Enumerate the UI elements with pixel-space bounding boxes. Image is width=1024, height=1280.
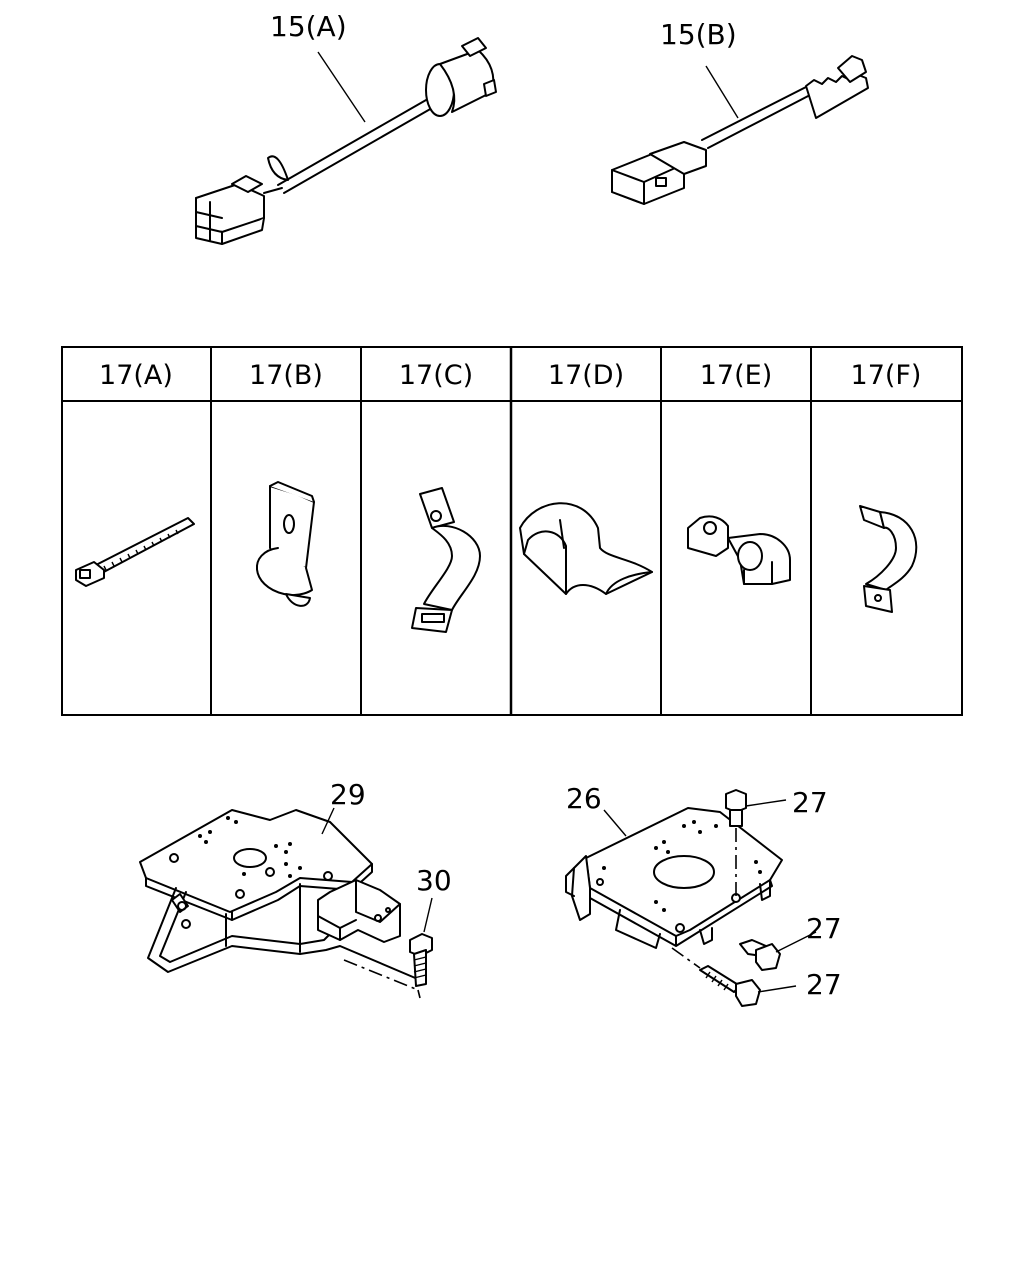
callout-27-top: 27 bbox=[792, 786, 828, 819]
clip-table: 17(A) 17(B) 17(C) 17(D) 17(E) 17(F) bbox=[61, 346, 963, 716]
bracket-29 bbox=[139, 807, 433, 999]
header-17f: 17(F) bbox=[851, 360, 922, 391]
callout-29: 29 bbox=[330, 778, 366, 811]
clip-17b bbox=[256, 481, 315, 607]
plate-26 bbox=[565, 789, 817, 1007]
header-17a: 17(A) bbox=[99, 360, 173, 391]
harness-15a bbox=[195, 37, 497, 245]
callout-15a: 15(A) bbox=[270, 10, 347, 43]
saddle-clip-17d bbox=[519, 502, 653, 595]
callout-26: 26 bbox=[566, 782, 602, 815]
clip-17c bbox=[411, 487, 481, 633]
bolt-27-bottom bbox=[699, 965, 797, 1007]
double-clip-17e bbox=[687, 515, 791, 585]
callout-27-bottom: 27 bbox=[806, 968, 842, 1001]
cable-tie-17a bbox=[75, 517, 195, 587]
bolt-27-top bbox=[725, 789, 787, 896]
bolt-27-mid bbox=[739, 931, 817, 971]
bolt-30 bbox=[409, 897, 433, 987]
harness-15b bbox=[611, 55, 869, 205]
band-clip-17f bbox=[859, 505, 918, 613]
callout-15b: 15(B) bbox=[660, 18, 737, 51]
header-17e: 17(E) bbox=[700, 360, 772, 391]
header-17d: 17(D) bbox=[548, 360, 624, 391]
header-17b: 17(B) bbox=[249, 360, 323, 391]
callout-27-mid: 27 bbox=[806, 912, 842, 945]
callout-30: 30 bbox=[416, 864, 452, 897]
header-17c: 17(C) bbox=[399, 360, 473, 391]
